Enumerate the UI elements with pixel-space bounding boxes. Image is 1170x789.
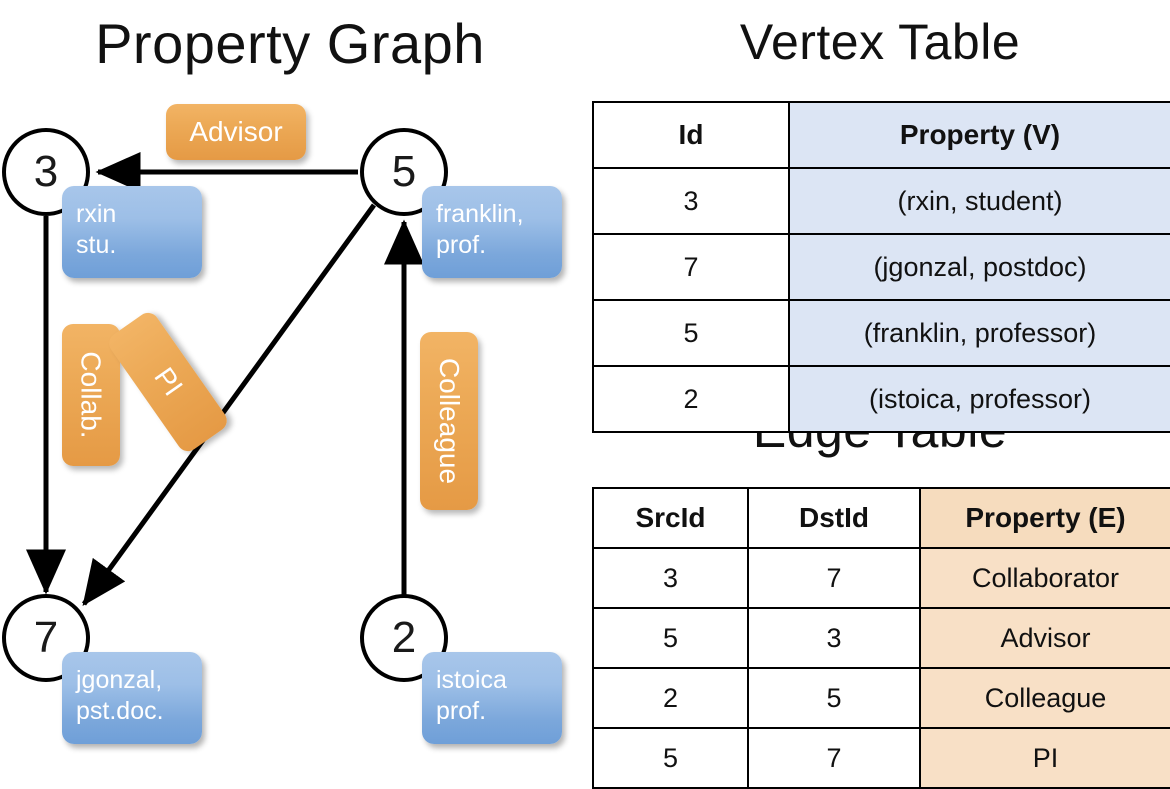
cell-id: 3: [592, 167, 790, 235]
cell-dstid: 7: [747, 727, 921, 789]
node-property-line-1: istoica: [436, 666, 507, 694]
cell-property: Collaborator: [919, 547, 1170, 609]
edge-line-5-to-7: [81, 203, 377, 607]
table-row: 5 3 Advisor: [592, 607, 1170, 669]
cell-property: (jgonzal, postdoc): [788, 233, 1170, 301]
cell-srcid: 2: [592, 667, 749, 729]
column-header-dstid: DstId: [747, 487, 921, 549]
graph-edge-lines: [26, 152, 424, 607]
node-property-line-2: prof.: [436, 697, 487, 725]
cell-dstid: 5: [747, 667, 921, 729]
node-property-line-1: rxin: [76, 200, 117, 228]
node-property-box-7: jgonzal, pst.doc.: [62, 652, 202, 744]
node-property-line-1: franklin,: [436, 200, 524, 228]
node-property-line-1: jgonzal,: [76, 666, 163, 694]
cell-srcid: 5: [592, 727, 749, 789]
cell-property: (istoica, professor): [788, 365, 1170, 433]
cell-property: (rxin, student): [788, 167, 1170, 235]
node-property-box-2: istoica prof.: [422, 652, 562, 744]
node-property-line-2: stu.: [76, 231, 117, 259]
cell-id: 5: [592, 299, 790, 367]
property-graph-diagram: 3 5 7 2 rxin stu. franklin, prof. jgonza…: [0, 0, 585, 760]
table-header-row: SrcId DstId Property (E): [592, 487, 1170, 549]
page-title-property-graph: Property Graph: [95, 12, 485, 75]
cell-id: 7: [592, 233, 790, 301]
edge-label-advisor-text: Advisor: [189, 116, 283, 147]
edge-label-collab-text: Collab.: [76, 351, 108, 439]
cell-property: Advisor: [919, 607, 1170, 669]
edge-label-colleague: Colleague: [420, 332, 478, 510]
column-header-property-v: Property (V): [788, 101, 1170, 169]
cell-property: (franklin, professor): [788, 299, 1170, 367]
column-header-property-e: Property (E): [919, 487, 1170, 549]
column-header-srcid: SrcId: [592, 487, 749, 549]
table-row: 3 (rxin, student): [592, 167, 1170, 235]
table-row: 2 (istoica, professor): [592, 365, 1170, 433]
table-row: 2 5 Colleague: [592, 667, 1170, 729]
node-property-box-3: rxin stu.: [62, 186, 202, 278]
cell-dstid: 3: [747, 607, 921, 669]
cell-property: PI: [919, 727, 1170, 789]
cell-srcid: 3: [592, 547, 749, 609]
column-header-id: Id: [592, 101, 790, 169]
cell-property: Colleague: [919, 667, 1170, 729]
table-row: 3 7 Collaborator: [592, 547, 1170, 609]
vertex-table: Id Property (V) 3 (rxin, student) 7 (jgo…: [592, 101, 1170, 433]
node-property-line-2: pst.doc.: [76, 697, 164, 725]
edge-label-advisor: Advisor: [166, 104, 306, 160]
edge-label-colleague-text: Colleague: [434, 357, 466, 485]
cell-dstid: 7: [747, 547, 921, 609]
node-property-line-2: prof.: [436, 231, 487, 259]
table-row: 5 (franklin, professor): [592, 299, 1170, 367]
table-header-row: Id Property (V): [592, 101, 1170, 169]
node-property-box-5: franklin, prof.: [422, 186, 562, 278]
edge-table: SrcId DstId Property (E) 3 7 Collaborato…: [592, 487, 1170, 789]
cell-id: 2: [592, 365, 790, 433]
cell-srcid: 5: [592, 607, 749, 669]
edge-label-pi-text: PI: [148, 361, 189, 402]
table-row: 5 7 PI: [592, 727, 1170, 789]
table-row: 7 (jgonzal, postdoc): [592, 233, 1170, 301]
section-title-vertex-table: Vertex Table: [739, 14, 1021, 70]
